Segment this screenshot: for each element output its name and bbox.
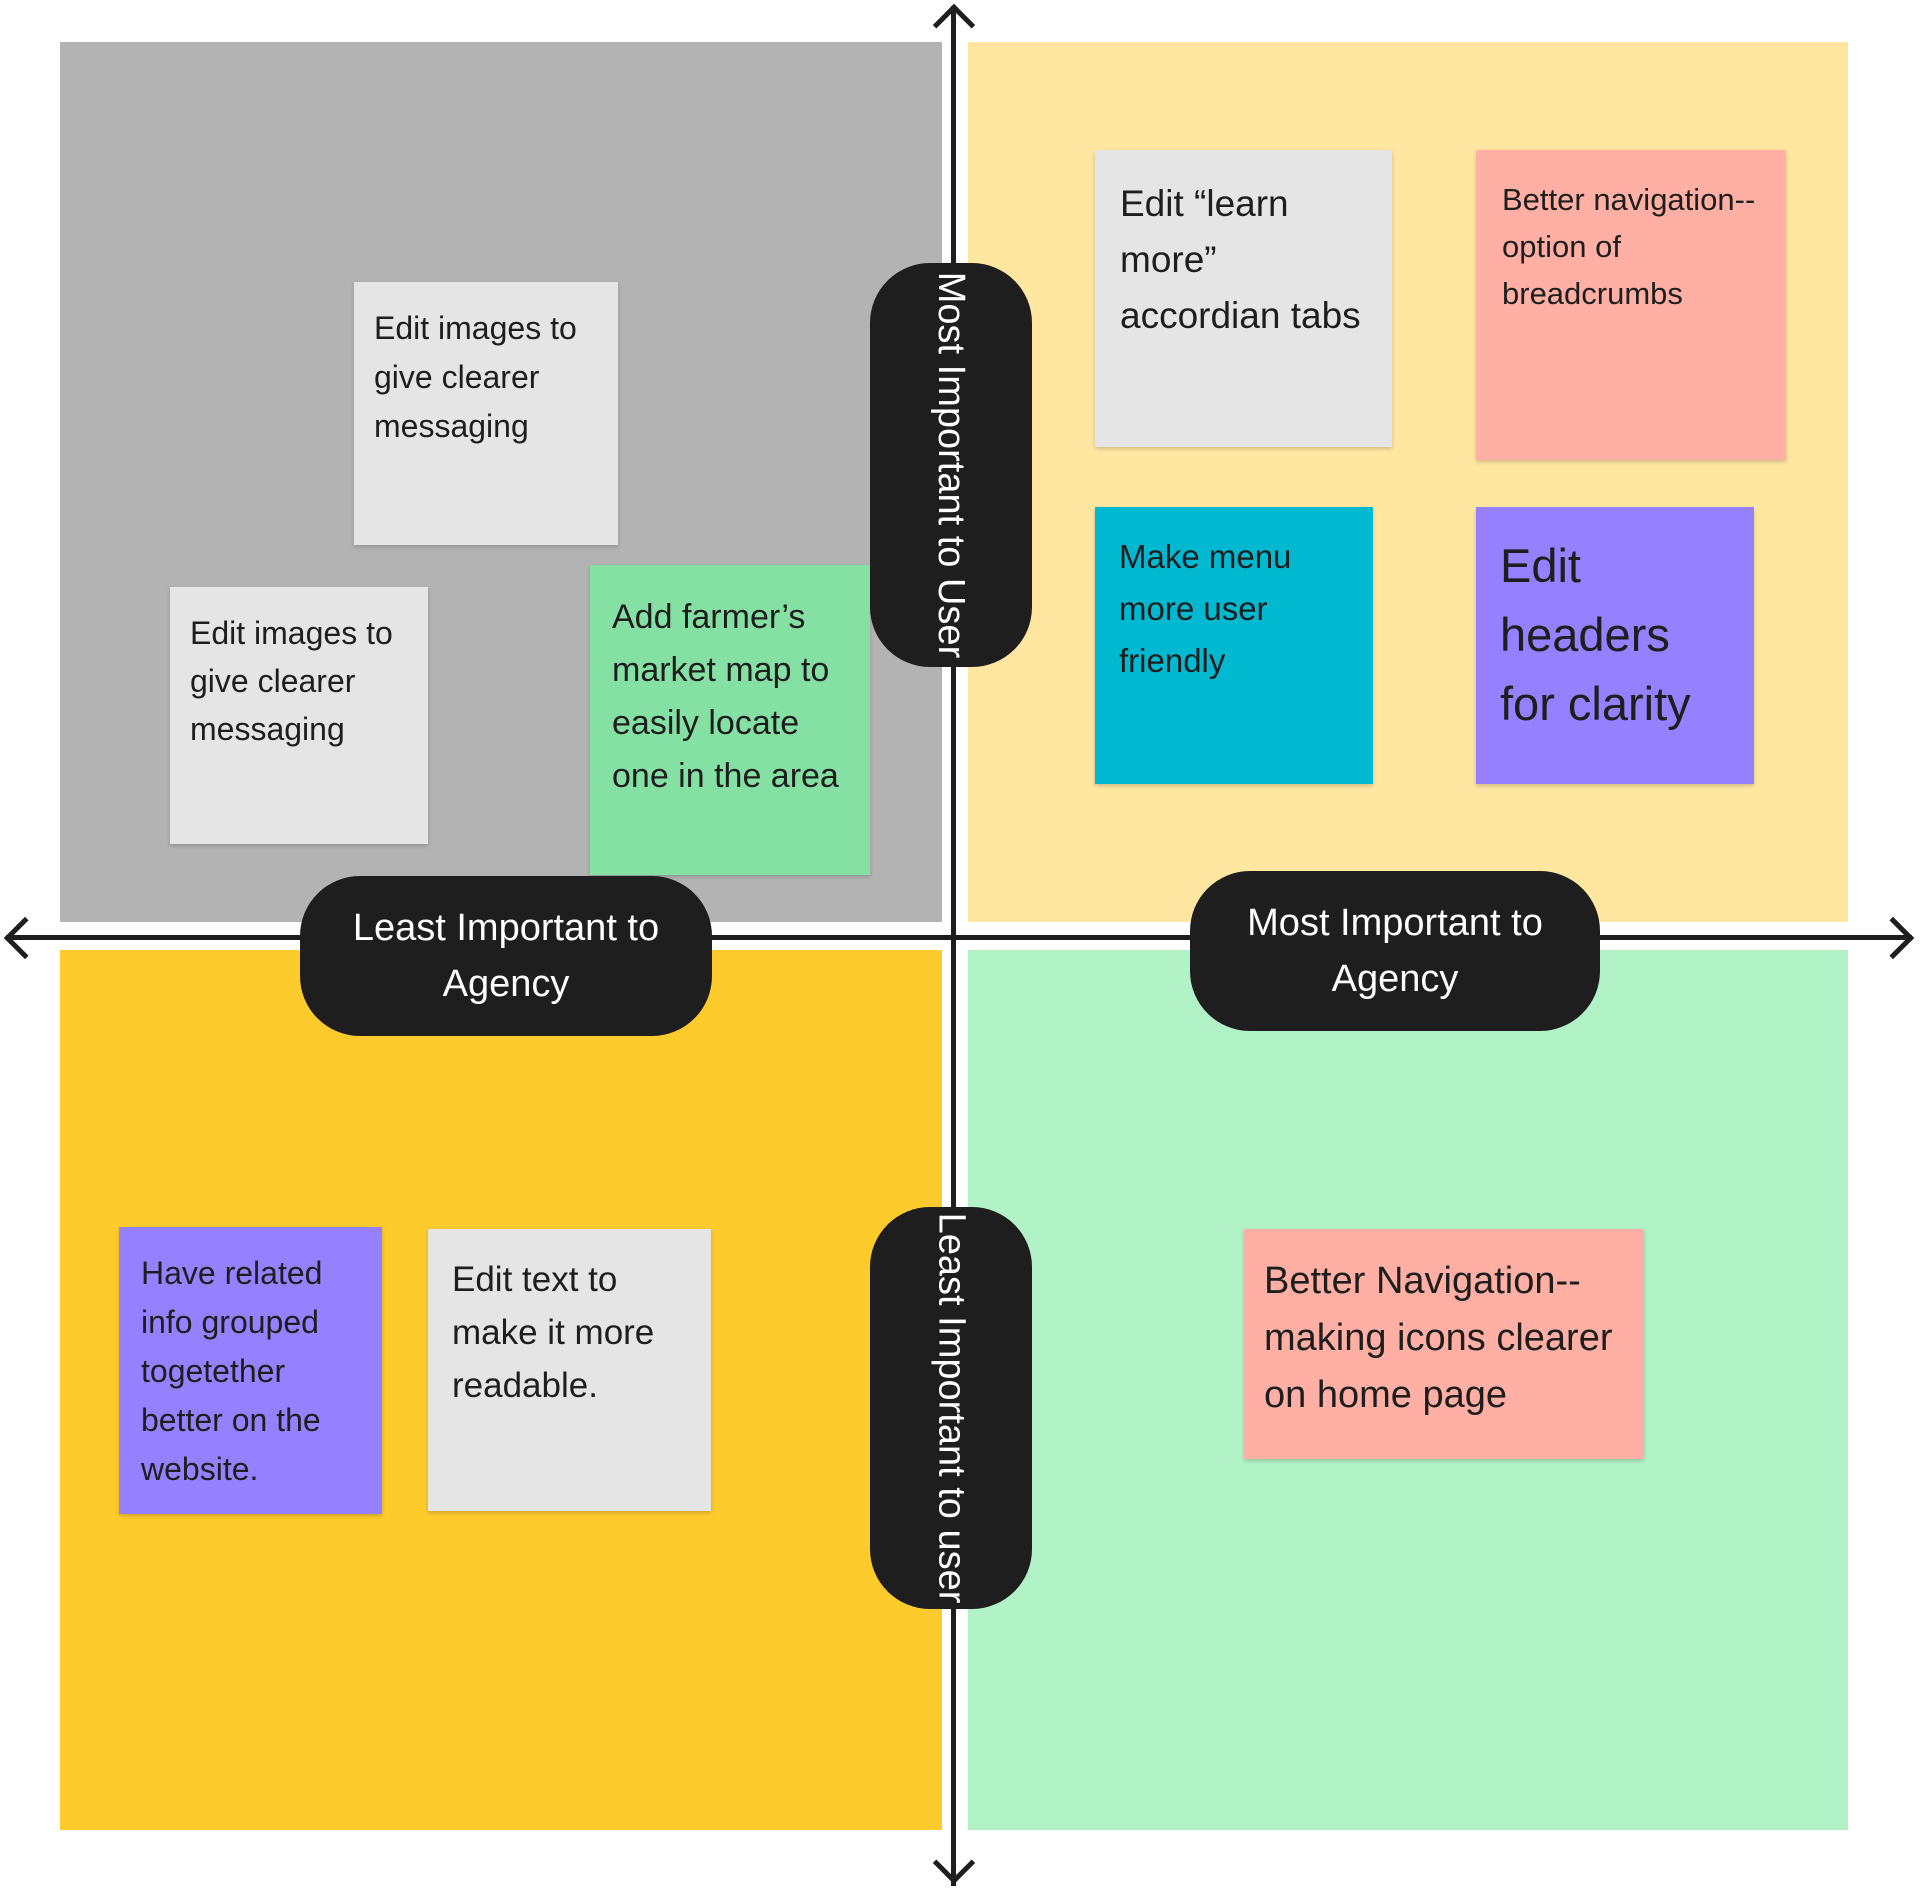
sticky-note[interactable]: Edit headers for clarity [1476, 507, 1754, 784]
sticky-note[interactable]: Better navigation--option of breadcrumbs [1476, 150, 1786, 460]
sticky-note[interactable]: Edit images to give clearer messaging [354, 282, 618, 545]
sticky-note[interactable]: Edit “learn more” accordian tabs [1095, 150, 1392, 447]
axis-label-left: Least Important to Agency [300, 876, 712, 1036]
sticky-note[interactable]: Better Navigation--making icons clearer … [1244, 1229, 1644, 1459]
axis-label-left-text: Least Important to Agency [352, 907, 660, 1005]
sticky-note[interactable]: Make menu more user friendly [1095, 507, 1373, 784]
sticky-note[interactable]: Add farmer’s market map to easily locate… [590, 565, 870, 875]
arrow-down-icon [932, 1841, 976, 1885]
axis-label-right: Most Important to Agency [1190, 871, 1600, 1031]
vertical-axis [951, 6, 956, 1886]
arrow-right-icon [1871, 916, 1915, 960]
arrow-left-icon [3, 916, 47, 960]
axis-label-top: Most Important to User [870, 263, 1032, 667]
sticky-note[interactable]: Edit images to give clearer messaging [170, 587, 428, 844]
axis-label-right-text: Most Important to Agency [1247, 902, 1543, 1000]
sticky-note[interactable]: Have related info grouped togetether bet… [119, 1227, 382, 1514]
sticky-note[interactable]: Edit text to make it more readable. [428, 1229, 711, 1511]
axis-label-bottom-text: Least Important to user [930, 1212, 973, 1604]
horizontal-axis [6, 935, 1912, 940]
axis-label-bottom: Least Important to user [870, 1207, 1032, 1609]
axis-label-top-text: Most Important to User [930, 271, 972, 659]
arrow-up-icon [932, 3, 976, 47]
